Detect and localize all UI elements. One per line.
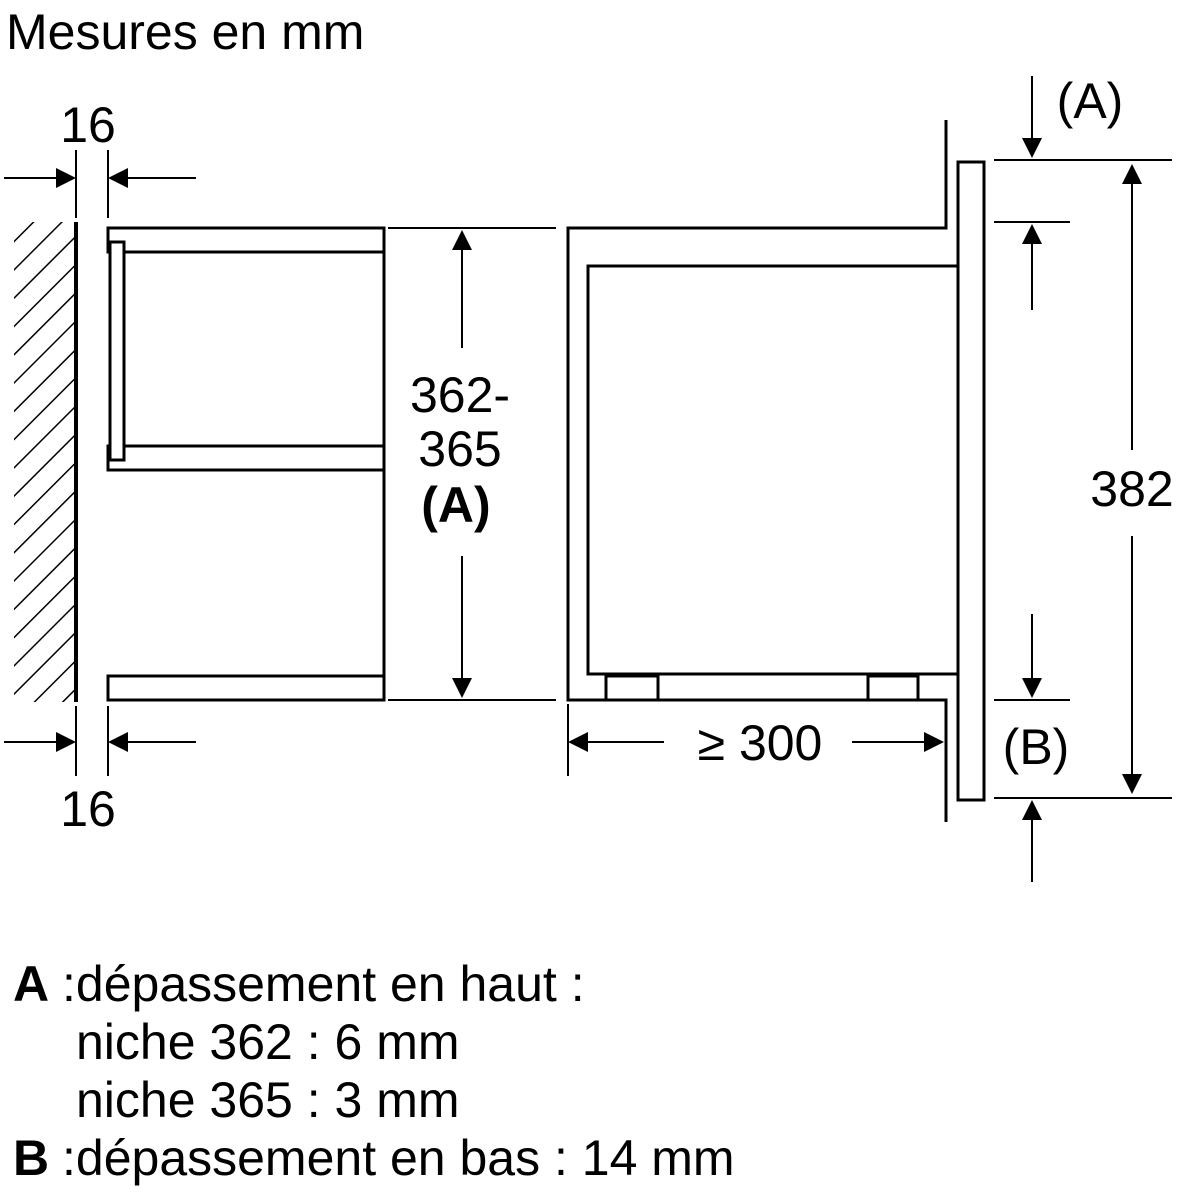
- page-title: Mesures en mm: [6, 4, 365, 60]
- bottom-overhang-dimension: [994, 614, 1070, 882]
- legend-b-row: B :dépassement en bas : 14 mm: [0, 1129, 735, 1187]
- front-height-dimension: [994, 159, 1172, 799]
- legend-b-key: B: [12, 1130, 50, 1186]
- legend-a-line2: niche 362 : 6 mm: [76, 1014, 460, 1070]
- top-gap-label: 16: [60, 97, 116, 153]
- legend-b-line1: :dépassement en bas : 14 mm: [62, 1130, 735, 1186]
- appliance-body: [566, 120, 986, 822]
- legend-a-row: A :dépassement en haut :: [0, 955, 735, 1013]
- niche-height-line1: 362-: [410, 367, 510, 423]
- legend: A :dépassement en haut : niche 362 : 6 m…: [0, 955, 735, 1187]
- wall-hatch: [14, 222, 78, 702]
- legend-a-key: A: [12, 956, 50, 1012]
- bottom-gap-label: 16: [60, 781, 116, 837]
- niche-height-ref: (A): [421, 477, 490, 533]
- niche-cabinet: [106, 226, 386, 702]
- depth-dimension: [567, 704, 944, 776]
- legend-a-line1: :dépassement en haut :: [62, 956, 585, 1012]
- niche-height-line2: 365: [418, 421, 501, 477]
- top-gap-dimension: [4, 150, 196, 218]
- niche-height-dimension: [388, 227, 556, 701]
- top-overhang-label: (A): [1057, 73, 1124, 129]
- front-height-label: 382: [1090, 461, 1173, 517]
- bottom-gap-dimension: [4, 706, 196, 776]
- legend-a-line3: niche 365 : 3 mm: [76, 1072, 460, 1128]
- bottom-overhang-label: (B): [1003, 719, 1070, 775]
- top-overhang-dimension: [994, 76, 1070, 310]
- depth-label: ≥ 300: [698, 715, 823, 771]
